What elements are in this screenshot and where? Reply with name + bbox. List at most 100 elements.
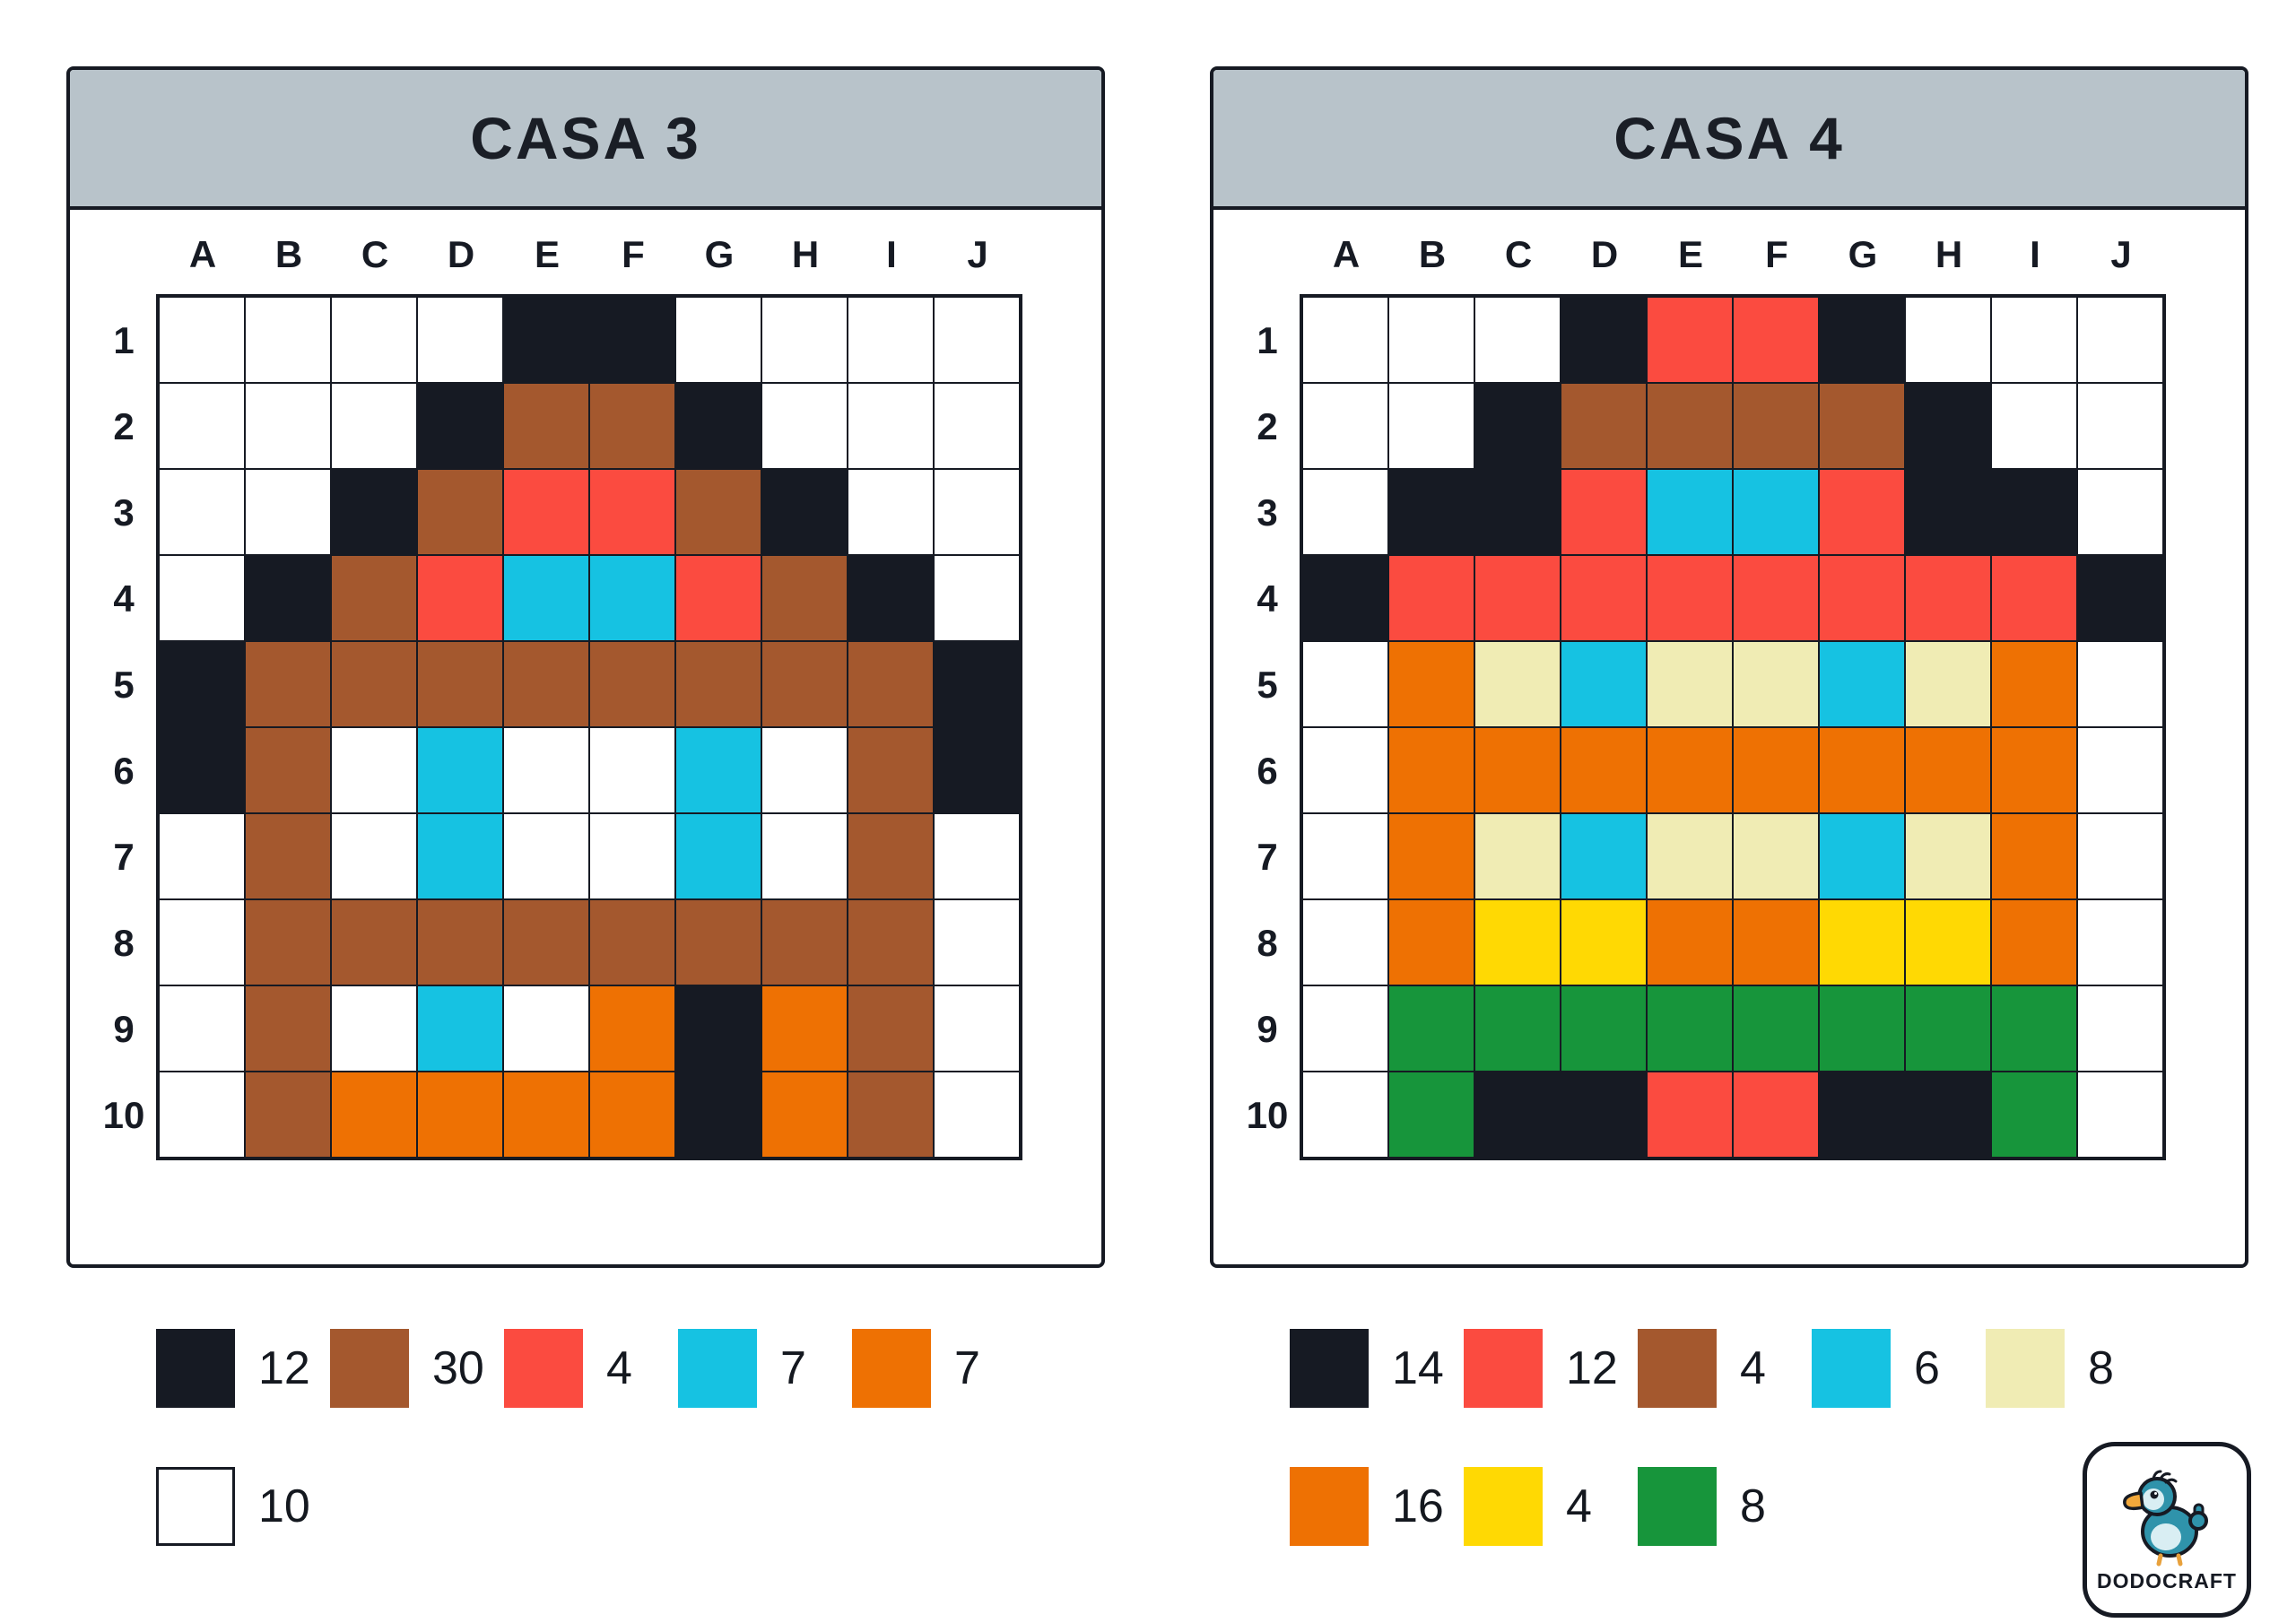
cell-J3-white <box>2078 470 2162 554</box>
pixel-grid <box>1300 294 2166 1160</box>
cell-I3-white <box>848 470 933 554</box>
cell-C2-black <box>1475 384 1560 468</box>
cell-G3-red <box>1820 470 1904 554</box>
cell-F10-orange <box>590 1072 674 1157</box>
column-label-a: A <box>188 233 217 275</box>
red-swatch <box>504 1329 583 1408</box>
cell-A9-white <box>160 986 244 1071</box>
cell-E7-white <box>504 814 588 898</box>
row-label-5: 5 <box>113 664 135 706</box>
dodo-mascot-icon <box>2123 1470 2208 1566</box>
cell-B5-orange <box>1389 642 1474 726</box>
cell-A4-white <box>160 556 244 640</box>
cell-C7-white <box>332 814 416 898</box>
cell-I9-brown <box>848 986 933 1071</box>
cell-F1-black <box>590 298 674 382</box>
legend-item-white: 10 <box>156 1467 330 1546</box>
cell-G2-brown <box>1820 384 1904 468</box>
cell-A3-white <box>160 470 244 554</box>
column-label-d: D <box>1590 233 1619 275</box>
cell-D7-cyan <box>418 814 502 898</box>
cell-C3-black <box>1475 470 1560 554</box>
cell-G10-black <box>676 1072 761 1157</box>
cell-C9-white <box>332 986 416 1071</box>
row-label-6: 6 <box>1257 750 1278 792</box>
black-count: 14 <box>1392 1342 1444 1394</box>
cell-F2-brown <box>1734 384 1818 468</box>
column-label-a: A <box>1332 233 1361 275</box>
cell-J9-white <box>935 986 1019 1071</box>
legend-item-red: 4 <box>504 1329 678 1408</box>
row-label-8: 8 <box>113 922 135 964</box>
cell-B4-black <box>246 556 330 640</box>
legend-item-red: 12 <box>1464 1329 1638 1408</box>
row-label-7: 7 <box>1257 836 1278 878</box>
legend-item-brown: 30 <box>330 1329 504 1408</box>
cell-G5-brown <box>676 642 761 726</box>
cell-C1-white <box>332 298 416 382</box>
brown-count: 4 <box>1740 1342 1766 1394</box>
cell-D3-brown <box>418 470 502 554</box>
cell-D5-cyan <box>1561 642 1646 726</box>
cell-E1-red <box>1648 298 1732 382</box>
cell-A2-white <box>160 384 244 468</box>
cell-I7-brown <box>848 814 933 898</box>
orange-count: 7 <box>954 1342 980 1394</box>
cell-B7-orange <box>1389 814 1474 898</box>
cell-J8-white <box>2078 900 2162 985</box>
cell-G8-yellow <box>1820 900 1904 985</box>
cell-J8-white <box>935 900 1019 985</box>
cell-D6-cyan <box>418 728 502 812</box>
cell-G9-black <box>676 986 761 1071</box>
cell-J4-white <box>935 556 1019 640</box>
cell-F10-red <box>1734 1072 1818 1157</box>
cell-I8-brown <box>848 900 933 985</box>
cell-F1-red <box>1734 298 1818 382</box>
cell-I5-brown <box>848 642 933 726</box>
cell-E8-orange <box>1648 900 1732 985</box>
cell-H2-white <box>762 384 847 468</box>
cell-E4-red <box>1648 556 1732 640</box>
cell-J1-white <box>935 298 1019 382</box>
cell-G1-white <box>676 298 761 382</box>
cell-A9-white <box>1303 986 1387 1071</box>
cell-H4-red <box>1906 556 1990 640</box>
cell-F9-green <box>1734 986 1818 1071</box>
legend-item-orange: 7 <box>852 1329 1026 1408</box>
black-swatch <box>1290 1329 1369 1408</box>
cell-H4-brown <box>762 556 847 640</box>
cell-E9-green <box>1648 986 1732 1071</box>
cell-B1-white <box>1389 298 1474 382</box>
cell-H8-brown <box>762 900 847 985</box>
cell-F7-white <box>590 814 674 898</box>
cyan-count: 6 <box>1914 1342 1940 1394</box>
column-label-g: G <box>1848 233 1878 275</box>
cell-J6-black <box>935 728 1019 812</box>
column-label-f: F <box>1765 233 1788 275</box>
row-label-9: 9 <box>1257 1008 1278 1050</box>
legend-item-cyan: 7 <box>678 1329 852 1408</box>
cell-I8-orange <box>1992 900 2076 985</box>
column-label-b: B <box>274 233 303 275</box>
cream-swatch <box>1986 1329 2065 1408</box>
cell-E8-brown <box>504 900 588 985</box>
legend-item-orange: 16 <box>1290 1467 1464 1546</box>
cell-I10-brown <box>848 1072 933 1157</box>
cell-B6-brown <box>246 728 330 812</box>
cell-J6-white <box>2078 728 2162 812</box>
cell-J10-white <box>935 1072 1019 1157</box>
cell-I6-brown <box>848 728 933 812</box>
cell-J2-white <box>935 384 1019 468</box>
legend-item-black: 14 <box>1290 1329 1464 1408</box>
cell-D2-black <box>418 384 502 468</box>
cell-G7-cyan <box>1820 814 1904 898</box>
column-label-h: H <box>1935 233 1963 275</box>
legend-item-yellow: 4 <box>1464 1467 1638 1546</box>
cell-B8-brown <box>246 900 330 985</box>
column-label-d: D <box>447 233 475 275</box>
